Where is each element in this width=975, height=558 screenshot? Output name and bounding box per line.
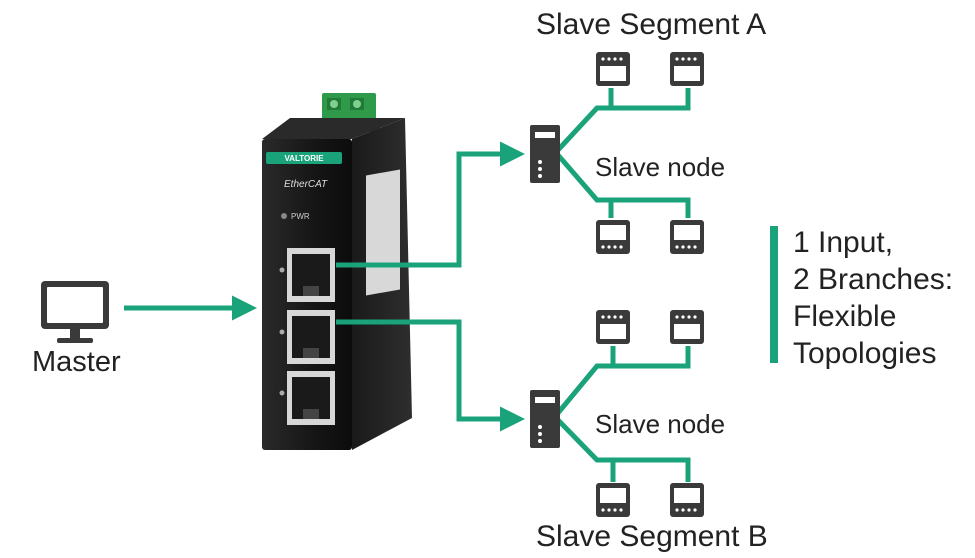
callout-line: Flexible [793, 300, 897, 333]
slave-module-icon [670, 483, 704, 517]
branch-link-a [336, 141, 525, 268]
slave-module-icon [670, 310, 704, 344]
slave-module-icon [596, 483, 630, 517]
slave-node-b-label: Slave node [595, 409, 726, 439]
rj45-port-1 [279, 248, 335, 302]
callout-line: 1 Input, [793, 226, 894, 259]
slave-module-icon [670, 220, 704, 254]
rj45-port-3 [279, 371, 335, 425]
rj45-port-2 [279, 310, 335, 364]
device-protocol-logo: EtherCAT [284, 179, 328, 190]
slave-module-icon [596, 220, 630, 254]
device-brand: VALTORIE [284, 154, 324, 163]
server-icon [530, 125, 560, 183]
branch-link-b [336, 319, 525, 432]
ethercat-junction-device: VALTORIE EtherCAT PWR [262, 93, 412, 450]
slave-module-icon [596, 52, 630, 86]
master-label: Master [32, 346, 121, 378]
segment-a-label: Slave Segment A [536, 8, 767, 41]
callout-line: Topologies [793, 337, 937, 370]
segment-b-label: Slave Segment B [536, 520, 768, 553]
segment-b-links [556, 346, 691, 482]
slave-module-icon [670, 52, 704, 86]
callout-accent-bar [770, 226, 778, 363]
segment-a-links [556, 88, 691, 218]
server-icon [530, 390, 560, 448]
slave-node-a-label: Slave node [595, 152, 726, 182]
topology-callout: 1 Input, 2 Branches: Flexible Topologies [793, 224, 953, 372]
callout-line: 2 Branches: [793, 263, 954, 296]
pwr-led [281, 213, 287, 219]
pwr-label: PWR [291, 212, 310, 221]
monitor-icon [41, 281, 109, 343]
slave-module-icon [596, 310, 630, 344]
